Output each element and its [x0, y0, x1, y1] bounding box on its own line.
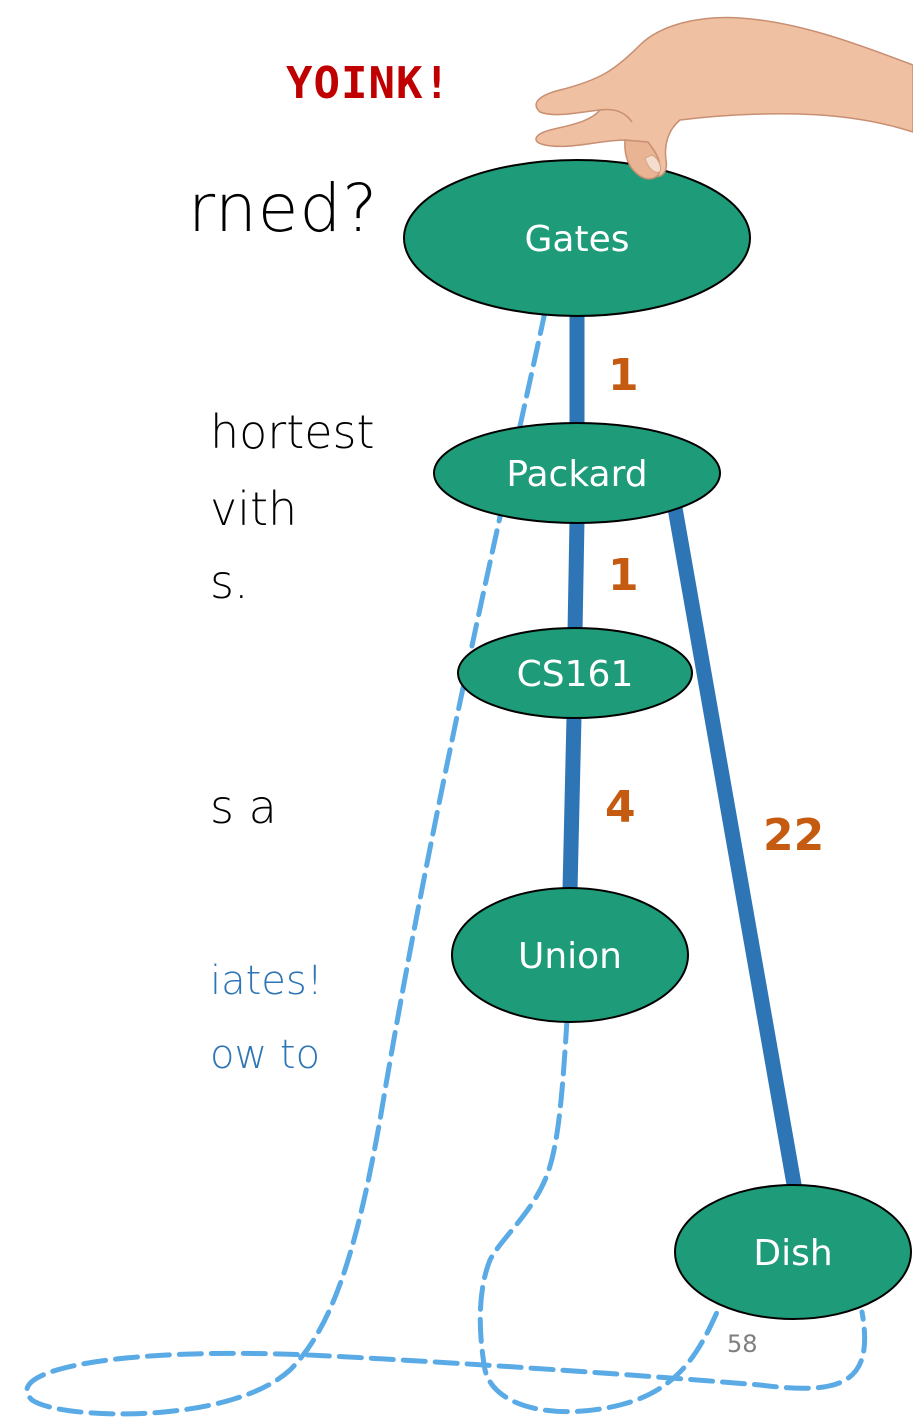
body-text-fragment-2: vith: [210, 482, 298, 536]
weight-packard-dish: 22: [763, 810, 824, 861]
blue-text-fragment-2: ow to: [210, 1032, 321, 1078]
slide-title-fragment: rned?: [188, 170, 379, 247]
node-label-packard: Packard: [506, 454, 647, 495]
node-label-gates: Gates: [525, 219, 630, 260]
weight-packard-cs161: 1: [608, 550, 639, 601]
node-cs161: [457, 627, 693, 719]
hand-arm: [535, 16, 913, 178]
yoink-exclamation: YOINK!: [286, 58, 451, 109]
edge-packard-cs161: [567, 519, 585, 633]
hand-image: [535, 16, 913, 180]
body-text-fragment-4: s a: [210, 780, 277, 834]
node-packard: [433, 422, 721, 524]
node-dish: [674, 1184, 912, 1320]
body-text-fragment-3: s.: [210, 555, 249, 609]
node-gates: [403, 159, 751, 317]
edge-packard-dish: [667, 506, 803, 1192]
slide-number: 58: [727, 1330, 758, 1358]
body-text-fragment-1: hortest: [210, 405, 375, 459]
blue-text-fragment-1: iates!: [210, 958, 323, 1004]
weight-cs161-union: 4: [605, 782, 636, 833]
node-label-cs161: CS161: [517, 654, 634, 695]
node-label-union: Union: [518, 936, 622, 977]
hand-knuckle-line: [599, 108, 633, 123]
hanging-strings: [24, 309, 868, 1417]
string-union: [477, 1017, 721, 1415]
weight-gates-packard: 1: [608, 350, 639, 401]
graph-edges: [562, 313, 803, 1192]
string-gates: [24, 309, 868, 1417]
hand-nail: [644, 154, 661, 173]
node-union: [451, 887, 689, 1023]
edge-cs161-union: [562, 716, 582, 891]
node-label-dish: Dish: [753, 1233, 832, 1274]
